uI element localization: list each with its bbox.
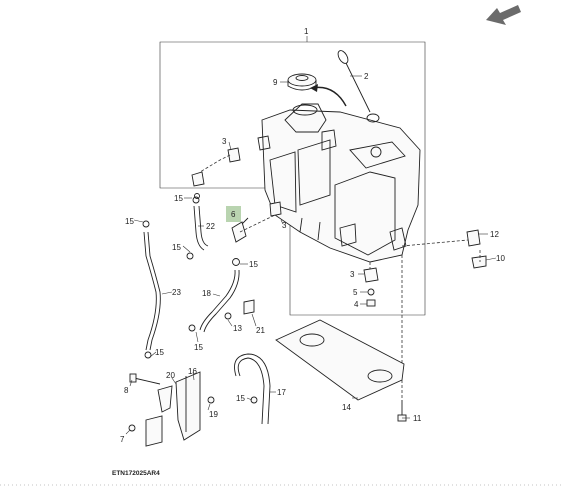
fasteners-center [269, 201, 379, 307]
callout-4: 4 [354, 300, 359, 309]
leader-lines [125, 75, 497, 435]
callout-1: 1 [304, 27, 309, 36]
callout-2: 2 [364, 72, 369, 81]
callout-15c: 15 [172, 243, 181, 252]
callout-23: 23 [172, 288, 181, 297]
callout-15g: 15 [236, 394, 245, 403]
callout-labels: 1 2 9 3 15 15 22 6 3 15 15 18 23 13 21 1… [120, 27, 505, 444]
callout-7: 7 [120, 435, 125, 444]
callout-14: 14 [342, 403, 351, 412]
callout-16: 16 [188, 367, 197, 376]
callout-3a: 3 [222, 137, 227, 146]
isolator-pad [275, 319, 405, 401]
callout-15a: 15 [174, 194, 183, 203]
callout-6: 6 [231, 210, 236, 219]
callout-9: 9 [273, 78, 278, 87]
callout-15e: 15 [194, 343, 203, 352]
callout-3b: 3 [282, 221, 287, 230]
callout-13: 13 [233, 324, 242, 333]
fuel-cap [287, 73, 317, 91]
callout-15f: 15 [155, 348, 164, 357]
callout-10: 10 [496, 254, 505, 263]
callout-15b: 15 [125, 217, 134, 226]
mounting-bracket [466, 229, 487, 269]
shield-bracket [128, 371, 215, 447]
callout-20: 20 [166, 371, 175, 380]
document-code: ETN172025AR4 [112, 470, 160, 477]
direction-arrow-icon [486, 5, 521, 25]
callout-17: 17 [277, 388, 286, 397]
dipstick [337, 50, 380, 123]
callout-21: 21 [256, 326, 265, 335]
callout-19: 19 [209, 410, 218, 419]
callout-15d: 15 [249, 260, 258, 269]
callout-8: 8 [124, 386, 129, 395]
callout-18: 18 [202, 289, 211, 298]
callout-22: 22 [206, 222, 215, 231]
callout-12: 12 [490, 230, 499, 239]
callout-3c: 3 [350, 270, 355, 279]
callout-5: 5 [353, 288, 358, 297]
callout-11: 11 [413, 414, 422, 423]
fuel-tank [257, 103, 421, 263]
hose-assembly [142, 147, 255, 359]
highlight-box-6 [226, 206, 241, 222]
vent-tube [234, 353, 271, 425]
